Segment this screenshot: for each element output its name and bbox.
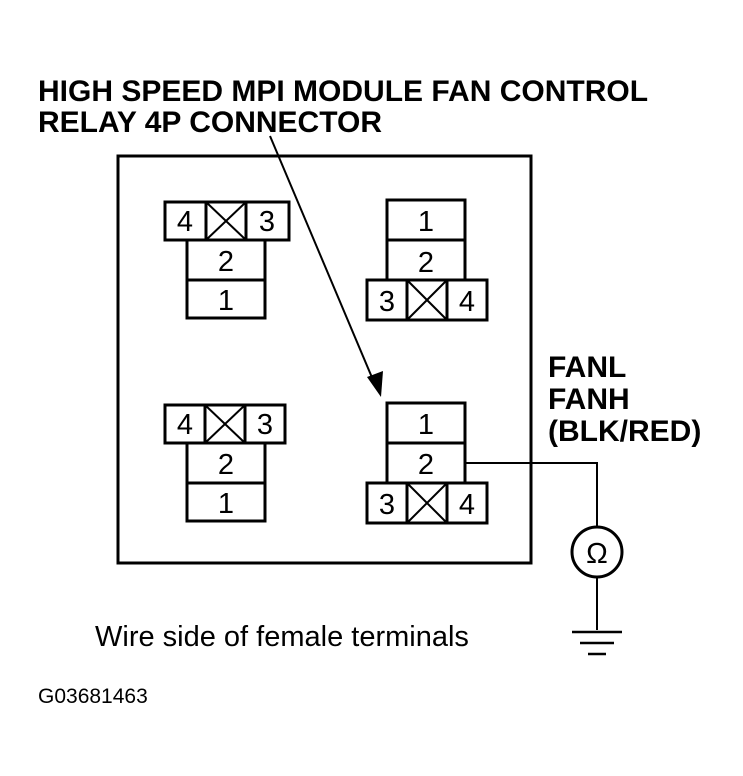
diagram-title-line2: RELAY 4P CONNECTOR: [38, 106, 382, 139]
terminal-3: 3: [379, 286, 395, 318]
terminal-1: 1: [218, 285, 234, 317]
diagram-title-line1: HIGH SPEED MPI MODULE FAN CONTROL: [38, 75, 648, 108]
terminal-2: 2: [418, 449, 434, 481]
wire-label-fanh: FANH: [548, 383, 630, 416]
connector-housing-frame: [116, 154, 533, 565]
connector-bottom-right: 1 2 3 4: [365, 401, 489, 525]
terminal-4: 4: [177, 206, 193, 238]
caption: Wire side of female terminals: [95, 621, 469, 653]
terminal-1: 1: [418, 206, 434, 238]
connector-top-left: 4 3 2 1: [163, 200, 291, 320]
terminal-3: 3: [257, 409, 273, 441]
connector-top-right: 1 2 3 4: [365, 198, 489, 322]
pointer-arrow-icon: [269, 135, 383, 397]
terminal-3: 3: [379, 489, 395, 521]
terminal-4: 4: [459, 489, 475, 521]
figure-code: G03681463: [38, 685, 148, 708]
terminal-3: 3: [259, 206, 275, 238]
wire-label-fanl: FANL: [548, 351, 626, 384]
terminal-2: 2: [218, 246, 234, 278]
ohmmeter-icon: Ω: [570, 525, 624, 579]
ground-icon: [572, 630, 622, 656]
terminal-1: 1: [418, 409, 434, 441]
connector-bottom-left: 4 3 2 1: [163, 403, 287, 523]
terminal-2: 2: [218, 449, 234, 481]
wire-label-color: (BLK/RED): [548, 415, 701, 448]
probe-wire: [465, 462, 598, 528]
terminal-1: 1: [218, 488, 234, 520]
terminal-4: 4: [459, 286, 475, 318]
terminal-4: 4: [177, 409, 193, 441]
ohm-symbol: Ω: [586, 538, 608, 570]
terminal-2: 2: [418, 247, 434, 279]
